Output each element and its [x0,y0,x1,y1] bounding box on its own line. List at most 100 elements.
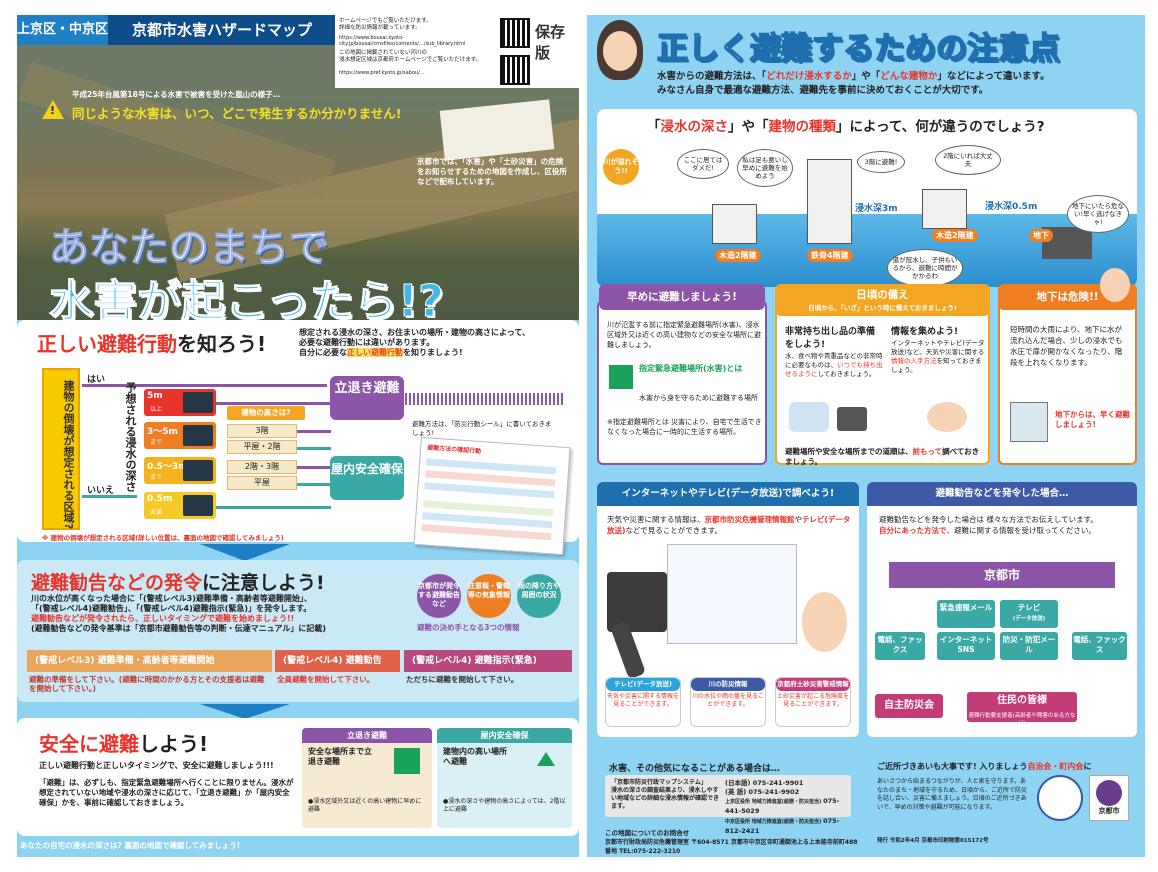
panel-title: 正しい避難行動を知ろう! [37,332,267,356]
phone-number[interactable]: 075-812-2421 [725,817,840,835]
keep-label: 保存版 [535,23,566,62]
speech-bubble: ここに居てはダメだ! [677,149,729,179]
warning-mark: ! [50,104,56,117]
wooden-house-illustration [712,204,757,244]
shelter-in-place-card: 屋内安全確保 建物内の高い場所へ避難 ●浸水の深さや建物の高さによっては、2階以… [437,728,572,828]
river-shape [18,61,336,199]
community-section: ご近所づきあいも大事です! 入りましょう自治会・町内会に あいさつから始まるつな… [867,757,1137,852]
phone-number[interactable]: 075-441-5029 [725,797,840,815]
woman-with-laptop-illustration [802,592,847,652]
flow-line [297,447,331,450]
web-info-box: ホームページでもご覧いただけます。詳細な防災情報が載っています。 https:/… [335,15,579,88]
flow-line [297,466,331,469]
building-option: 平屋 [227,476,297,490]
tv-data-broadcast-box: テレビ(データ放送) 天気や災害に関する情報を見ることができます。 [605,677,681,727]
yes-label: はい [87,375,106,385]
scene-title: 「浸水の深さ」や「建物の種類」によって、何が違うのでしょう? [647,119,1045,135]
contact-address: 京都市行財政局防災危機管理室 〒604-8571 京都市中京区寺町通御池上る上本… [605,839,858,855]
card-text: 天気や災害に関する情報は、京都市防災危機管理情報館やテレビ(データ放送)などで見… [607,515,851,535]
tv-node: テレビ(データ放送) [1000,600,1058,628]
area-tag: 上京区・中京区 [17,15,108,45]
flow-line [82,495,137,498]
card-head: 早めに避難しましょう! [599,284,765,310]
community-title: ご近所づきあいも大事です! 入りましょう自治会・町内会に [877,762,1092,771]
no-label: いいえ [87,486,115,496]
evacuate-arrow-stripes [405,393,565,405]
card-head: 日頃の備え 日頃から、「いざ」という時に備えておきましょう! [775,284,990,316]
information-tip: 情報を集めよう! インターネットやテレビ(データ放送)など、天気や災害に関する情… [891,327,985,374]
daily-preparation-card: 日頃の備え 日頃から、「いざ」という時に備えておきましょう! 非常持ち出し品の準… [775,284,990,466]
flooded-stairs-icon [1010,402,1048,442]
page-intro: 水害からの避難方法は、「どれだけ浸水するか」や「どんな建物か」などによって違いま… [657,71,1050,96]
disaster-mail-node: 防災・防犯メール [1000,632,1058,660]
landslide-info-box: 京都府土砂災害警戒情報 土砂災害が起こる危険度を見ることができます。 [775,677,851,727]
alert-level-4-order-text: ただちに避難を開始して下さい。 [406,675,519,684]
shelter-in-place-outcome: 屋内安全確保 [330,456,404,500]
panel-lead: 正しい避難行動と正しいタイミングで、安全に避難しましょう!!! [39,761,274,770]
building-label: 鉄骨4階建 [807,249,853,262]
early-evacuation-card: 早めに避難しましょう! 川が氾濫する前に指定緊急避難場所(水害)、浸水区域外又は… [597,284,767,465]
panel-title: 避難勧告などの発令に注意しよう! [31,572,325,594]
flow-line [216,506,331,509]
card-head: 立退き避難 [302,728,432,743]
safe-evacuation-panel: 安全に避難しよう! 正しい避難行動と正しいタイミングで、安全に避難しましょう!!… [17,718,579,836]
residents-note: 避難行動要支援者(高齢者や障害のある方など) [968,713,1076,727]
tv-icon [607,572,667,632]
map-title: 京都市水害ハザードマップ [108,15,336,45]
correct-evacuation-panel: 正しい避難行動を知ろう! 想定される浸水の深さ、お住まいの場所・建物の高さによっ… [17,320,579,556]
speech-bubble: 道が冠水し、子供もいるから、避難に時間がかかるわ [887,249,963,287]
web-url-2[interactable]: https://www.pref.kyoto.jp/sabou/… [339,70,425,76]
underground-danger-card: 地下は危険!! 短時間の大雨により、地下に水が流れ込んだ場合、少しの浸水でも水圧… [998,268,1137,465]
route-tip: 避難場所や安全な場所までの道順は、前もって調べておきましょう。 [785,447,980,466]
guide-woman-face [603,31,637,71]
website-screenshot [667,544,797,644]
speech-bubble: 私は足も悪いし早めに避難を始めよう [737,149,793,187]
card-text: 短時間の大雨により、地下に水が流れ込んだ場合、少しの浸水でも水圧で扉が開かなくな… [1010,325,1123,367]
phone-number[interactable]: 075-241-9902 [748,788,800,796]
flood-scene-panel: 「浸水の深さ」や「建物の種類」によって、何が違うのでしょう? 川が溢れそう!! … [597,109,1137,287]
info-circle-weather: 注意報・警報等の気象情報 [467,574,511,618]
building-option: 平屋・2階 [227,440,297,454]
card-text: 建物内の高い場所へ避難 [443,747,507,766]
collapse-zone-question: 建物の倒壊が想定される区域? [62,380,75,530]
alert-level-4-order: (警戒レベル4) 避難指示(緊急) [404,650,572,672]
panel-title: 安全に避難しよう! [39,732,209,756]
card-note: ●浸水区域外又は近くの高い建物に早めに避難 [308,798,422,813]
web-url-1[interactable]: https://www.bousai.kyoto-city.jp/bousai/… [339,35,466,47]
designated-shelter-note: ※指定避難場所とは 災害により、自宅で生活できなくなった場合に一時的に生活する場… [607,418,762,436]
internet-sns-node: インターネットSNS [937,632,995,660]
card-head: インターネットやテレビ(データ放送)で調べよう! [597,482,859,506]
info-circle-city: 京都市が発令する避難勧告など [417,574,461,618]
panel-description: 想定される浸水の深さ、お住まいの場所・建物の高さによって、 必要な避難行動には違… [299,328,530,357]
building-height-header: 建物の高さは? [227,406,305,420]
phone-number[interactable]: 075-241-9901 [752,779,804,787]
photo-caption: 平成25年台風第18号による水害で被害を受けた嵐山の様子… [72,90,281,99]
building-option: 3階 [227,424,297,438]
down-arrow-icon [200,544,290,561]
emergency-kit-tip: 非常持ち出し品の準備をしよう! 水、食べ物や貴重品などの非常時に必要なものは、い… [785,327,883,378]
depth-label: 予想される浸水の深さ [124,382,137,492]
collapse-zone-footnote: ※ 建物の倒壊が想定される区域(詳しい位置は、裏面の地図で確認してみましょう) [42,534,284,542]
wooden-house-illustration [922,189,967,229]
shelter-definition: 水害から身を守るために避難する場所 [639,394,758,402]
collapse-zone-box [42,368,80,530]
contact-box: 「京都市防災行政マップシステム」浸水の深さの調査結果より、浸水しやすい地域などの… [605,775,851,835]
man-illustration [1100,268,1130,302]
down-arrow-icon [200,704,290,719]
page-title: 正しく避難するための注意点 [656,30,1061,68]
warning-text: 同じような水害は、いつ、どこで発生するか分かりません! [72,106,402,121]
kyoto-city-emblem: 京都市 [1089,775,1129,821]
web-line-2: この地図に掲載されていない河川の浸水想定区域は京都府ホームページでご覧いただけま… [339,50,482,63]
river-overflow-badge: 川が溢れそう!! [603,149,639,185]
alert-level-3-text: 避難の準備をして下さい。(避難に時間のかかる方とその支援者は避難を開始して下さい… [29,675,265,693]
building-option: 2階・3階 [227,460,297,474]
evacuation-site-icon [609,365,633,389]
big-title-line-1: あなたのまちで [49,225,330,272]
community-association-seal [1037,775,1083,821]
card-note: ●浸水の深さや建物の高さによっては、2階以上に避難 [443,798,566,813]
action-sticker-image: 避難方法の確認行動 [413,436,571,556]
alert-level-4-advisory-text: 全員避難を開始して下さい。 [277,675,375,684]
